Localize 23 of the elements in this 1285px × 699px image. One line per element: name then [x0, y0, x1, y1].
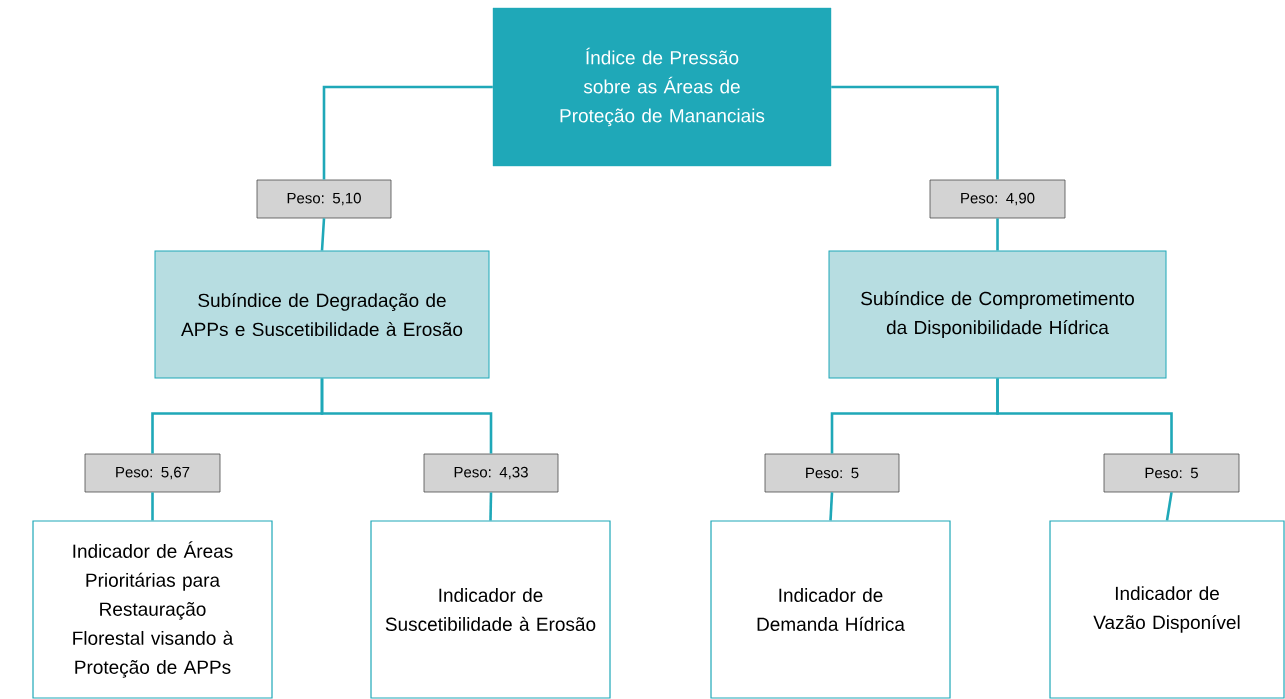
- connector-line: [151, 492, 154, 521]
- connector-line: [489, 492, 493, 521]
- subindex-box: Subíndice de Comprometimento da Disponibilidade Hídrica: [828, 250, 1167, 379]
- connector-line: [831, 85, 999, 180]
- connector-line: [996, 378, 1173, 454]
- weight-box: Peso: 4,33: [423, 453, 559, 493]
- connector-line: [320, 378, 493, 454]
- indicator-box: Indicador de Áreas Prioritárias para Restauração Florestal visando à Proteção de APPs: [32, 520, 273, 699]
- indicator-box: Indicador de Demanda Hídrica: [710, 520, 951, 699]
- connector-line: [1165, 492, 1173, 521]
- indicator-box: Indicador de Vazão Disponível: [1049, 520, 1285, 699]
- weight-box: Peso: 5,10: [256, 179, 392, 219]
- connector-line: [829, 492, 834, 521]
- connector-line: [322, 85, 493, 180]
- weight-box: Peso: 5: [764, 453, 900, 493]
- connector-line: [996, 218, 999, 251]
- indicator-box: Indicador de Suscetibilidade à Erosão: [370, 520, 611, 699]
- weight-box: Peso: 4,90: [929, 179, 1066, 219]
- weight-box: Peso: 5,67: [84, 453, 221, 493]
- connector-line: [320, 218, 326, 251]
- index-box: Índice de Pressão sobre as Áreas de Proteção de Mananciais: [492, 7, 832, 167]
- weight-box: Peso: 5: [1103, 453, 1240, 493]
- subindex-box: Subíndice de Degradação de APPs e Suscetibilidade à Erosão: [154, 250, 490, 379]
